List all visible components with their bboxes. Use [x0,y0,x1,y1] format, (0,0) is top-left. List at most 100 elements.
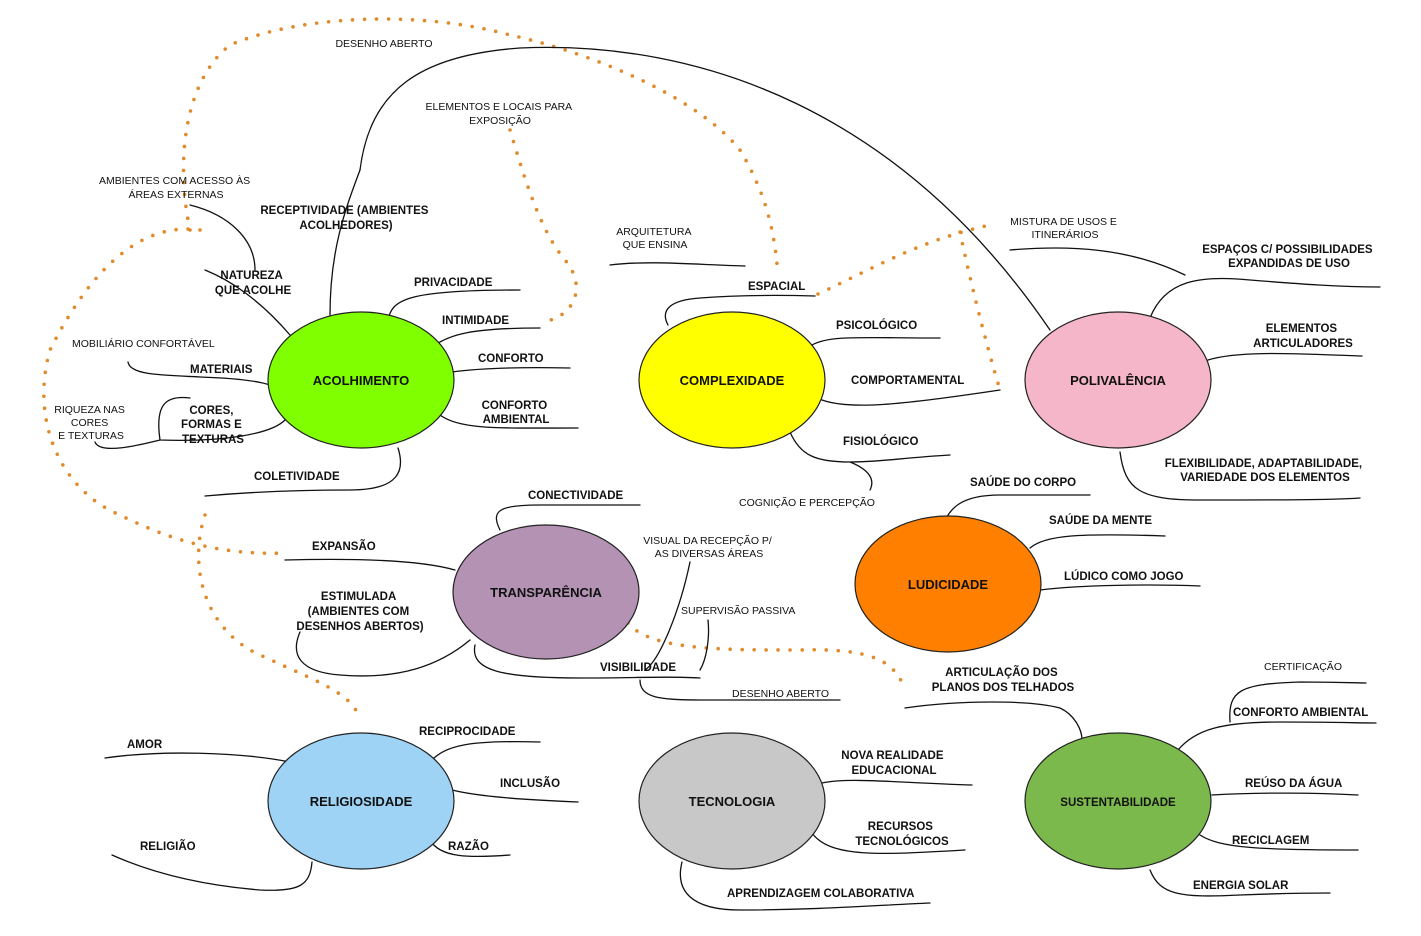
label-conforto-ambiental-a: CONFORTO AMBIENTAL [482,400,551,426]
branch-desenho-aberto-bottom [639,679,841,701]
label-cores: CORES, FORMAS E TEXTURAS [181,405,245,446]
label-riqueza: RIQUEZA NAS CORES E TEXTURAS [54,404,128,442]
hub-tecnologia-ellipse [638,732,826,870]
label-coletividade: COLETIVIDADE [254,471,340,483]
hub-sustentabilidade: SUSTENTABILIDADE [1024,732,1212,870]
label-amor: AMOR [127,739,163,751]
label-desenho-aberto-bottom: DESENHO ABERTO [732,688,829,700]
branch-espacial [664,294,816,326]
hub-acolhimento-label: ACOLHIMENTO [313,373,410,388]
branch-reuso [1211,792,1359,796]
branch-energia [1149,869,1331,897]
label-cognicao: COGNIÇÃO E PERCEPÇÃO [739,496,875,509]
branch-articuladores [1207,352,1363,361]
label-expansao: EXPANSÃO [312,540,376,553]
branch-flexibilidade [1119,451,1361,501]
hub-polivalencia-label: POLIVALÊNCIA [1070,373,1166,388]
label-articulacao: ARTICULAÇÃO DOS PLANOS DOS TELHADOS [932,666,1075,694]
label-reciprocidade: RECIPROCIDADE [419,726,516,738]
label-natureza: NATUREZA QUE ACOLHE [215,270,292,297]
hub-tecnologia: TECNOLOGIA [638,732,826,870]
branch-reciprocidade [429,740,541,763]
branch-coletividade [204,447,402,497]
dotted-connector-transparencia-telhados [626,621,907,692]
label-visibilidade: VISIBILIDADE [600,662,676,674]
label-elementos-locais: ELEMENTOS E LOCAIS PARA EXPOSIÇÃO [426,101,575,127]
hub-religiosidade: RELIGIOSIDADE [267,732,455,870]
hub-ludicidade-label: LUDICIDADE [908,577,988,592]
hub-acolhimento-ellipse [267,311,455,449]
dotted-connector-espacial-mistura [816,223,992,296]
branch-conforto-ambiental-s [1177,721,1377,751]
label-intimidade: INTIMIDADE [442,315,509,327]
hub-ludicidade-ellipse [854,515,1042,653]
label-energia: ENERGIA SOLAR [1193,880,1289,892]
branch-receptividade [329,169,361,316]
branch-supervisao [699,619,710,671]
branch-amor [104,752,291,763]
label-conectividade: CONECTIVIDADE [528,490,624,502]
hub-polivalencia-ellipse [1024,311,1212,449]
branch-visual-recepcao [644,561,691,671]
label-psicologico: PSICOLÓGICO [836,319,917,332]
label-receptividade: RECEPTIVIDADE (AMBIENTES ACOLHEDORES) [260,205,431,232]
hub-transparencia-label: TRANSPARÊNCIA [490,585,602,600]
label-supervisao: SUPERVISÃO PASSIVA [681,604,795,617]
dotted-connector-left-loop [42,227,287,556]
branch-visibilidade [473,644,701,679]
label-razao: RAZÃO [448,840,489,853]
branch-comportamental [821,389,1001,406]
branch-certificacao [1229,681,1367,723]
branch-privacidade [387,289,521,321]
branch-materiais [127,361,271,386]
branch-cores [158,396,286,441]
branch-religiao [111,854,313,891]
branch-saude-corpo [939,494,1091,539]
branch-nova-realidade [821,779,973,786]
label-fisiologico: FISIOLÓGICO [843,435,918,448]
branch-estimulada [295,631,471,677]
dotted-connector-mistura-comportamental [958,230,1002,392]
label-conforto-ambiental-s: CONFORTO AMBIENTAL [1233,707,1368,719]
branch-saude-mente [1029,534,1166,549]
branch-expansao [284,558,456,571]
branch-razao [429,839,511,858]
label-reciclagem: RECICLAGEM [1232,835,1309,847]
dotted-connectors [42,17,1002,717]
branch-espacos [1149,277,1381,319]
label-privacidade: PRIVACIDADE [414,277,493,289]
hub-tecnologia-label: TECNOLOGIA [689,794,776,809]
branch-aprendizagem [679,861,931,911]
label-recursos: RECURSOS TECNOLÓGICOS [855,821,949,848]
hub-sustentabilidade-label: SUSTENTABILIDADE [1060,797,1176,809]
hub-sustentabilidade-ellipse [1024,732,1212,870]
label-desenho-aberto-top: DESENHO ABERTO [335,38,432,50]
hub-religiosidade-ellipse [267,732,455,870]
label-ambientes-externas: AMBIENTES COM ACESSO ÀS ÁREAS EXTERNAS [99,174,253,201]
hub-acolhimento: ACOLHIMENTO [267,311,455,449]
label-espacial: ESPACIAL [748,281,805,293]
label-saude-mente: SAÚDE DA MENTE [1049,514,1152,527]
label-estimulada: ESTIMULADA (AMBIENTES COM DESENHOS ABERT… [296,591,423,633]
hub-complexidade-label: COMPLEXIDADE [680,373,785,388]
dotted-connector-top-arc [181,17,780,277]
branch-conectividade [495,504,641,531]
label-mistura: MISTURA DE USOS E ITINERÁRIOS [1010,216,1120,241]
branch-ambientes-externas [189,204,256,271]
branch-psicologico [811,336,941,346]
branch-ludico [1039,584,1201,591]
label-inclusao: INCLUSÃO [500,777,560,790]
branch-desenho-aberto-arc [359,46,1051,331]
label-certificacao: CERTIFICAÇÃO [1264,660,1342,673]
hub-transparencia-ellipse [452,524,640,660]
branch-articulacao [904,701,1083,741]
branch-arquitetura [609,262,746,267]
branch-reciclagem [1199,834,1359,851]
branch-cognicao [849,461,873,491]
label-saude-corpo: SAÚDE DO CORPO [970,476,1076,489]
labels: DESENHO ABERTO ELEMENTOS E LOCAIS PARA E… [54,38,1373,900]
hub-religiosidade-label: RELIGIOSIDADE [310,794,413,809]
branch-natureza [204,269,291,336]
label-comportamental: COMPORTAMENTAL [851,375,964,387]
